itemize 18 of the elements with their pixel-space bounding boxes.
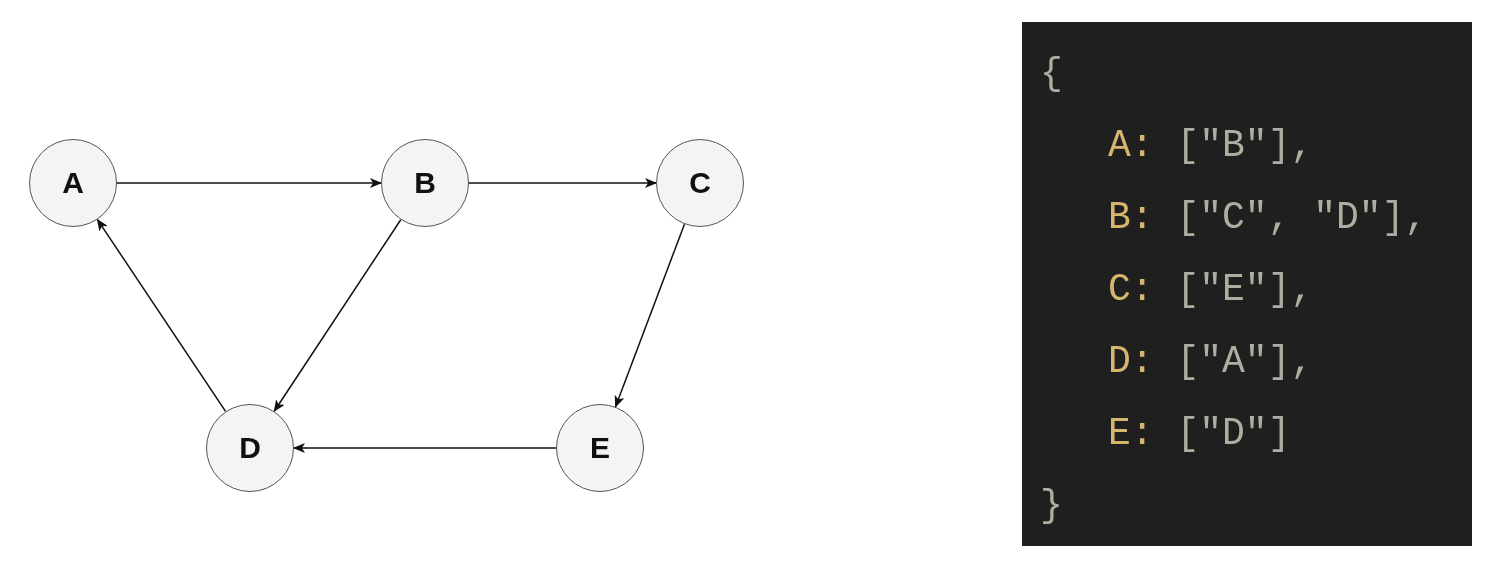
node-label: B <box>414 166 436 200</box>
code-line: B: ["C", "D"], <box>1108 196 1428 240</box>
arrow <box>96 218 227 413</box>
code-line: D: ["A"], <box>1108 340 1314 384</box>
node-label: D <box>239 431 261 465</box>
arrow <box>468 178 657 188</box>
node-label: C <box>689 166 711 200</box>
arrow <box>273 218 402 413</box>
node-label: E <box>590 431 610 465</box>
arrow <box>116 178 382 188</box>
node-label: A <box>62 166 84 200</box>
code-brace: { <box>1040 52 1063 96</box>
arrow <box>614 223 686 408</box>
code-line: E: ["D"] <box>1108 412 1291 456</box>
code-line: C: ["E"], <box>1108 268 1314 312</box>
arrow <box>293 443 557 453</box>
code-line: A: ["B"], <box>1108 124 1314 168</box>
code-brace: } <box>1040 484 1063 528</box>
